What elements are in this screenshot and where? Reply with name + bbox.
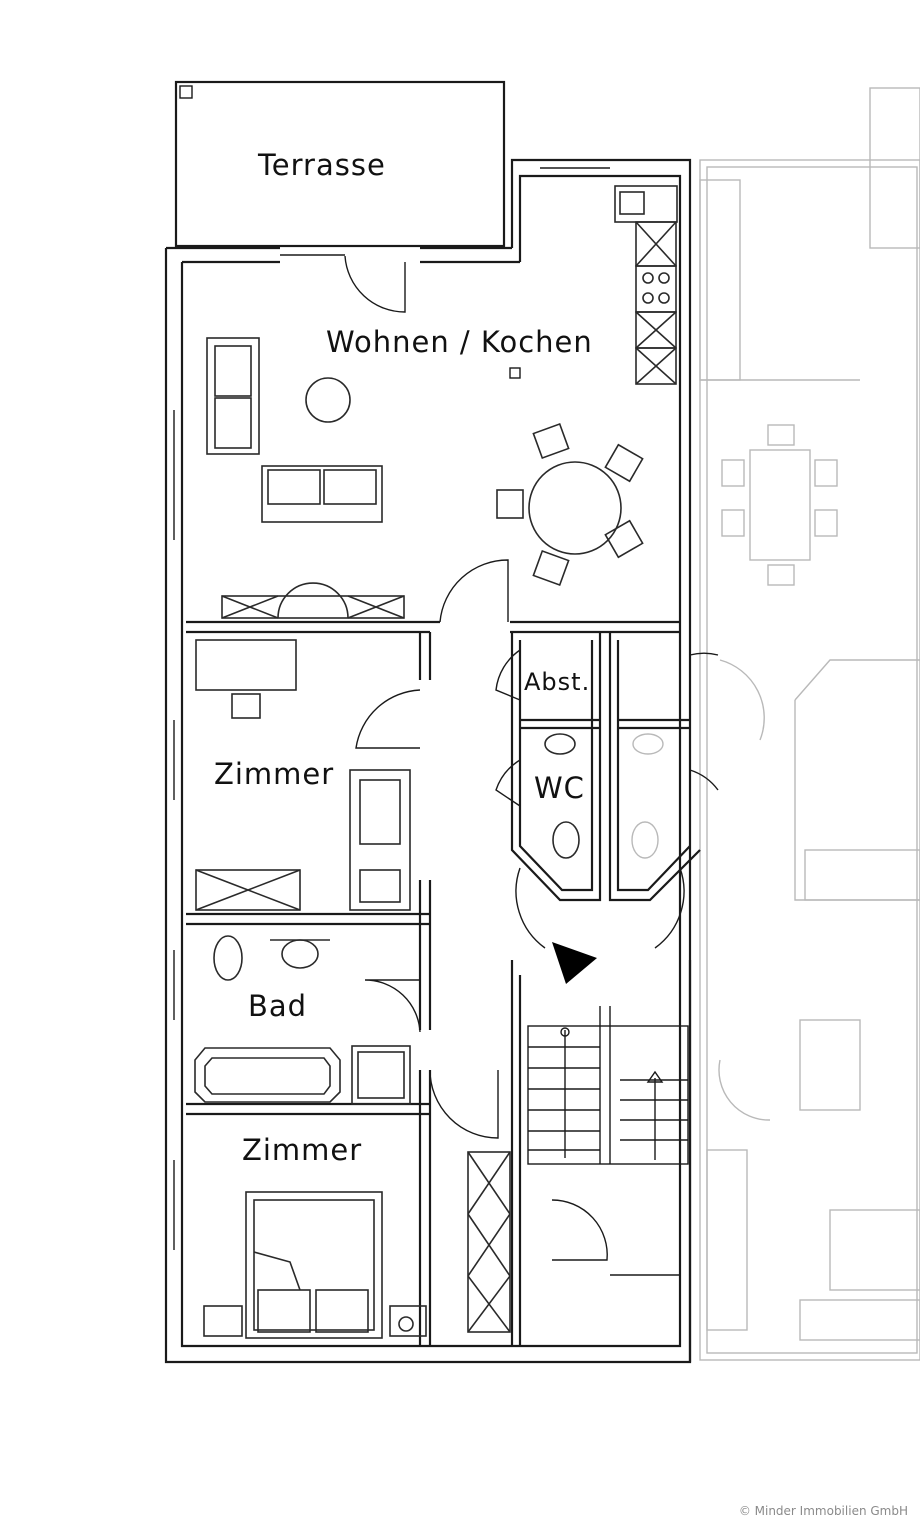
upper-room-furniture (195, 639, 411, 911)
entrance-marker-icon (552, 942, 597, 984)
outer-walls (164, 158, 719, 1364)
kitchen-counter (614, 185, 678, 385)
lower-room-furniture (203, 1151, 511, 1339)
living-room-furniture (206, 337, 644, 619)
label-wc: WC (534, 771, 585, 805)
terrace (174, 80, 506, 248)
wc-fixtures (544, 733, 664, 859)
copyright-notice: © Minder Immobilien GmbH (738, 1504, 908, 1518)
label-living-kitchen: Wohnen / Kochen (326, 325, 593, 359)
label-storage: Abst. (524, 668, 590, 696)
label-room-upper: Zimmer (214, 757, 334, 791)
neighbor-apartment-ghost (699, 87, 920, 1361)
label-terrace: Terrasse (257, 148, 386, 182)
label-room-lower: Zimmer (242, 1133, 362, 1167)
label-bathroom: Bad (248, 989, 307, 1023)
bathroom-fixtures (194, 935, 411, 1105)
